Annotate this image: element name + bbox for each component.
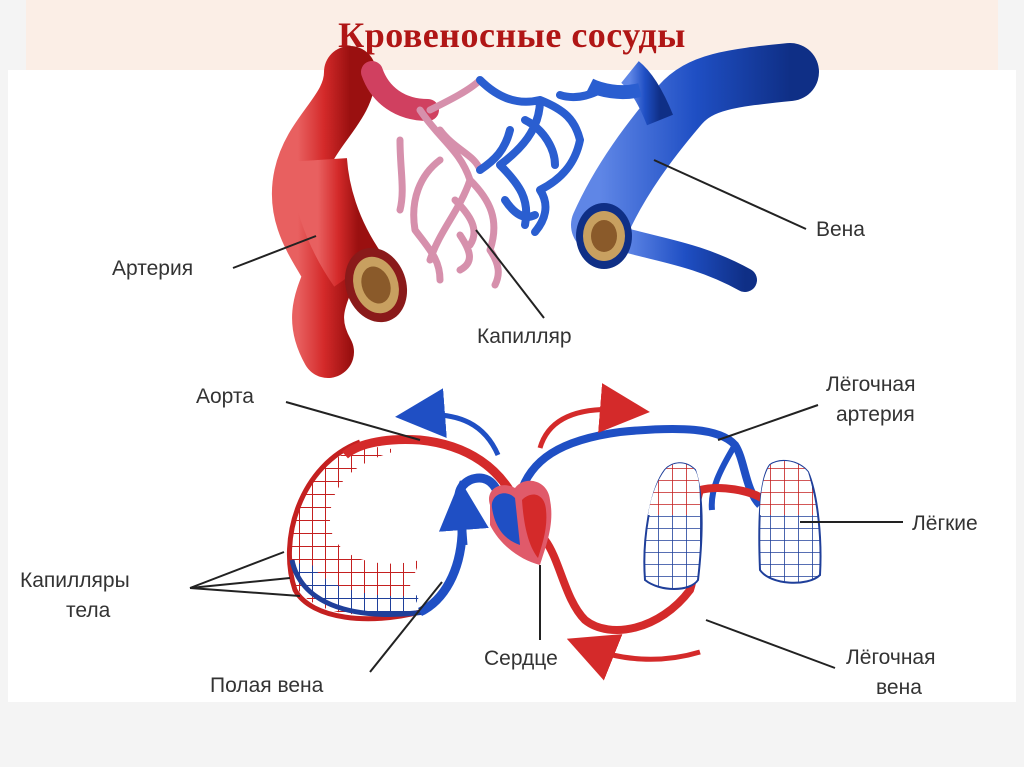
body-capillaries bbox=[286, 439, 426, 622]
label-body-capillaries-line2: тела bbox=[66, 599, 111, 622]
label-pulmonary-vein-line2: вена bbox=[876, 676, 922, 699]
capillary-leader bbox=[475, 229, 545, 319]
label-vena-cava: Полая вена bbox=[210, 674, 324, 697]
vena-cava-vessel bbox=[417, 473, 505, 617]
capillary-network bbox=[396, 76, 604, 289]
arrow-red-bottom bbox=[566, 634, 701, 681]
label-capillary: Капилляр bbox=[477, 325, 572, 348]
aorta-leader bbox=[285, 401, 421, 441]
artery-vessel bbox=[271, 46, 439, 378]
aorta-vessel bbox=[342, 435, 520, 503]
artery-leader bbox=[232, 235, 317, 269]
label-pulmonary-artery-line1: Лёгочная bbox=[826, 373, 915, 396]
label-aorta: Аорта bbox=[196, 385, 254, 408]
label-body-capillaries-line1: Капилляры bbox=[20, 569, 130, 592]
title-bar: Кровеносные сосуды bbox=[26, 0, 998, 70]
label-lungs: Лёгкие bbox=[912, 512, 978, 535]
pulmonary-vein-leader bbox=[705, 619, 836, 669]
vena-cava-leader bbox=[369, 581, 443, 673]
heart bbox=[489, 480, 552, 565]
arrow-blue-up bbox=[438, 480, 489, 546]
arrow-blue-left bbox=[395, 388, 501, 457]
vein-vessel bbox=[571, 43, 819, 292]
pulmonary-artery-leader bbox=[717, 404, 819, 441]
label-vein: Вена bbox=[816, 218, 865, 241]
label-pulmonary-artery-line2: артерия bbox=[836, 403, 915, 426]
label-pulmonary-vein-line1: Лёгочная bbox=[846, 646, 935, 669]
label-artery: Артерия bbox=[112, 257, 193, 280]
arrow-red-right bbox=[537, 383, 650, 449]
label-heart: Сердце bbox=[484, 647, 558, 670]
vein-leader bbox=[653, 159, 807, 230]
pulmonary-vein-vessel bbox=[541, 484, 768, 634]
lungs bbox=[643, 459, 822, 590]
pulmonary-artery-vessel bbox=[516, 424, 764, 508]
page-title: Кровеносные сосуды bbox=[338, 15, 686, 55]
body-capillaries-leaders bbox=[189, 551, 301, 597]
